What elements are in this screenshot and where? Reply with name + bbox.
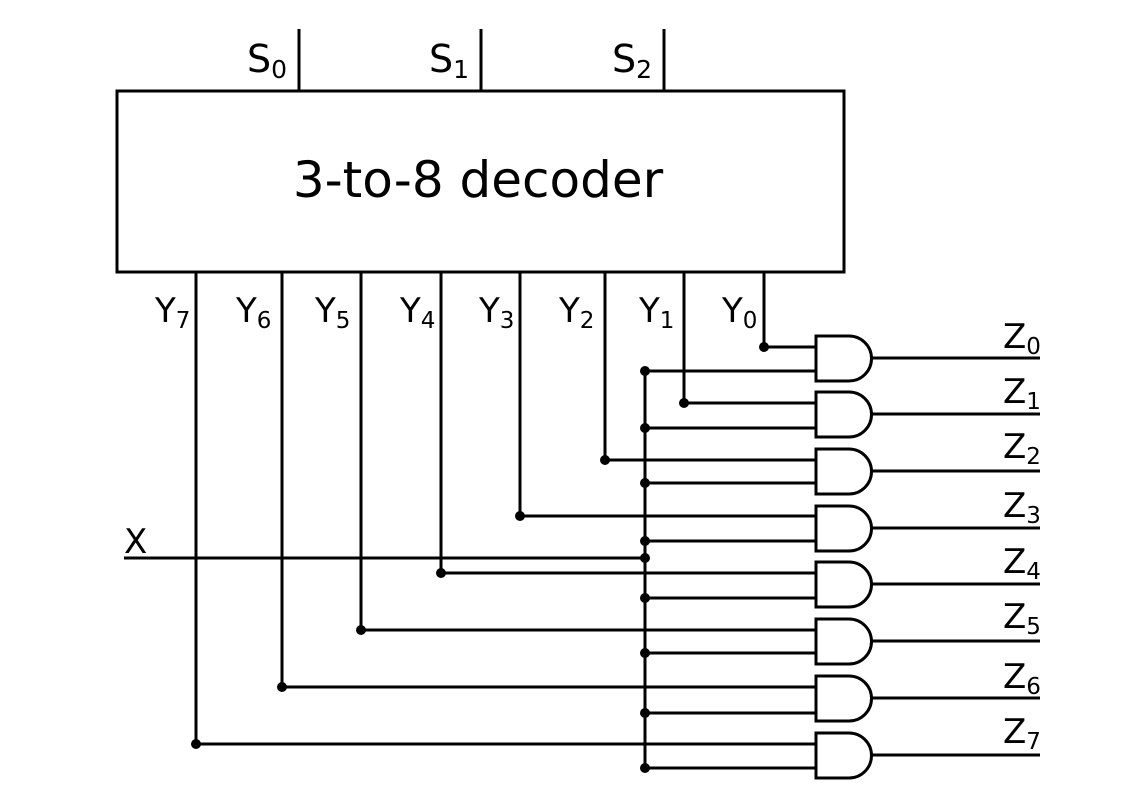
- junction-dot: [679, 398, 689, 408]
- output-label-y5: Y5: [314, 291, 350, 334]
- junction-dot: [759, 342, 769, 352]
- and-gate-z6: [814, 674, 1040, 723]
- output-label-y1: Y1: [638, 291, 674, 334]
- and-gate-z7: [814, 731, 1040, 780]
- output-label-y2: Y2: [558, 291, 594, 334]
- output-label-z6: Z6: [1003, 657, 1041, 700]
- junction-dot: [640, 648, 650, 658]
- output-label-y0: Y0: [721, 291, 757, 334]
- and-gate-body: [814, 560, 873, 609]
- select-label-s0: S0: [247, 37, 287, 84]
- output-label-y3: Y3: [478, 291, 514, 334]
- junction-dot: [640, 536, 650, 546]
- junction-dot: [600, 455, 610, 465]
- output-label-z7: Z7: [1003, 712, 1041, 755]
- and-gate-body: [814, 334, 873, 383]
- output-label-z0: Z0: [1003, 317, 1041, 360]
- junction-dot: [356, 625, 366, 635]
- junction-dot: [640, 366, 650, 376]
- and-gate-z0: [814, 334, 1040, 383]
- and-gate-z3: [814, 504, 1040, 553]
- y1-wire: [682, 272, 817, 405]
- junction-dot: [640, 708, 650, 718]
- junction-dot: [277, 682, 287, 692]
- select-label-s1: S1: [429, 37, 469, 84]
- select-label-s2: S2: [612, 37, 652, 84]
- and-gate-body: [814, 674, 873, 723]
- junction-dot: [515, 511, 525, 521]
- output-label-z3: Z3: [1003, 486, 1041, 529]
- junction-dot: [640, 593, 650, 603]
- input-label-x: X: [124, 522, 147, 562]
- junction-dot: [640, 763, 650, 773]
- and-gate-body: [814, 504, 873, 553]
- and-gate-body: [814, 447, 873, 496]
- and-gate-z2: [814, 447, 1040, 496]
- junction-dot: [436, 568, 446, 578]
- junction-dot: [640, 423, 650, 433]
- output-label-y7: Y7: [154, 291, 190, 334]
- and-gate-z5: [814, 617, 1040, 666]
- decoder-block: [115, 89, 846, 274]
- and-gate-z1: [814, 390, 1040, 439]
- output-label-z2: Z2: [1003, 427, 1041, 470]
- output-label-y4: Y4: [399, 291, 435, 334]
- and-gate-body: [814, 617, 873, 666]
- y0-wire: [762, 272, 817, 349]
- output-label-z5: Z5: [1003, 597, 1041, 640]
- output-label-z1: Z1: [1003, 372, 1041, 415]
- junction-dot: [640, 478, 650, 488]
- y2-wire: [603, 272, 817, 462]
- output-label-z4: Z4: [1003, 542, 1041, 585]
- junction-dot: [191, 739, 201, 749]
- and-gate-z4: [814, 560, 1040, 609]
- and-gate-body: [814, 390, 873, 439]
- and-gate-body: [814, 731, 873, 780]
- y7-wire: [194, 272, 817, 746]
- decoder-title: 3-to-8 decoder: [293, 151, 664, 209]
- output-label-y6: Y6: [235, 291, 271, 334]
